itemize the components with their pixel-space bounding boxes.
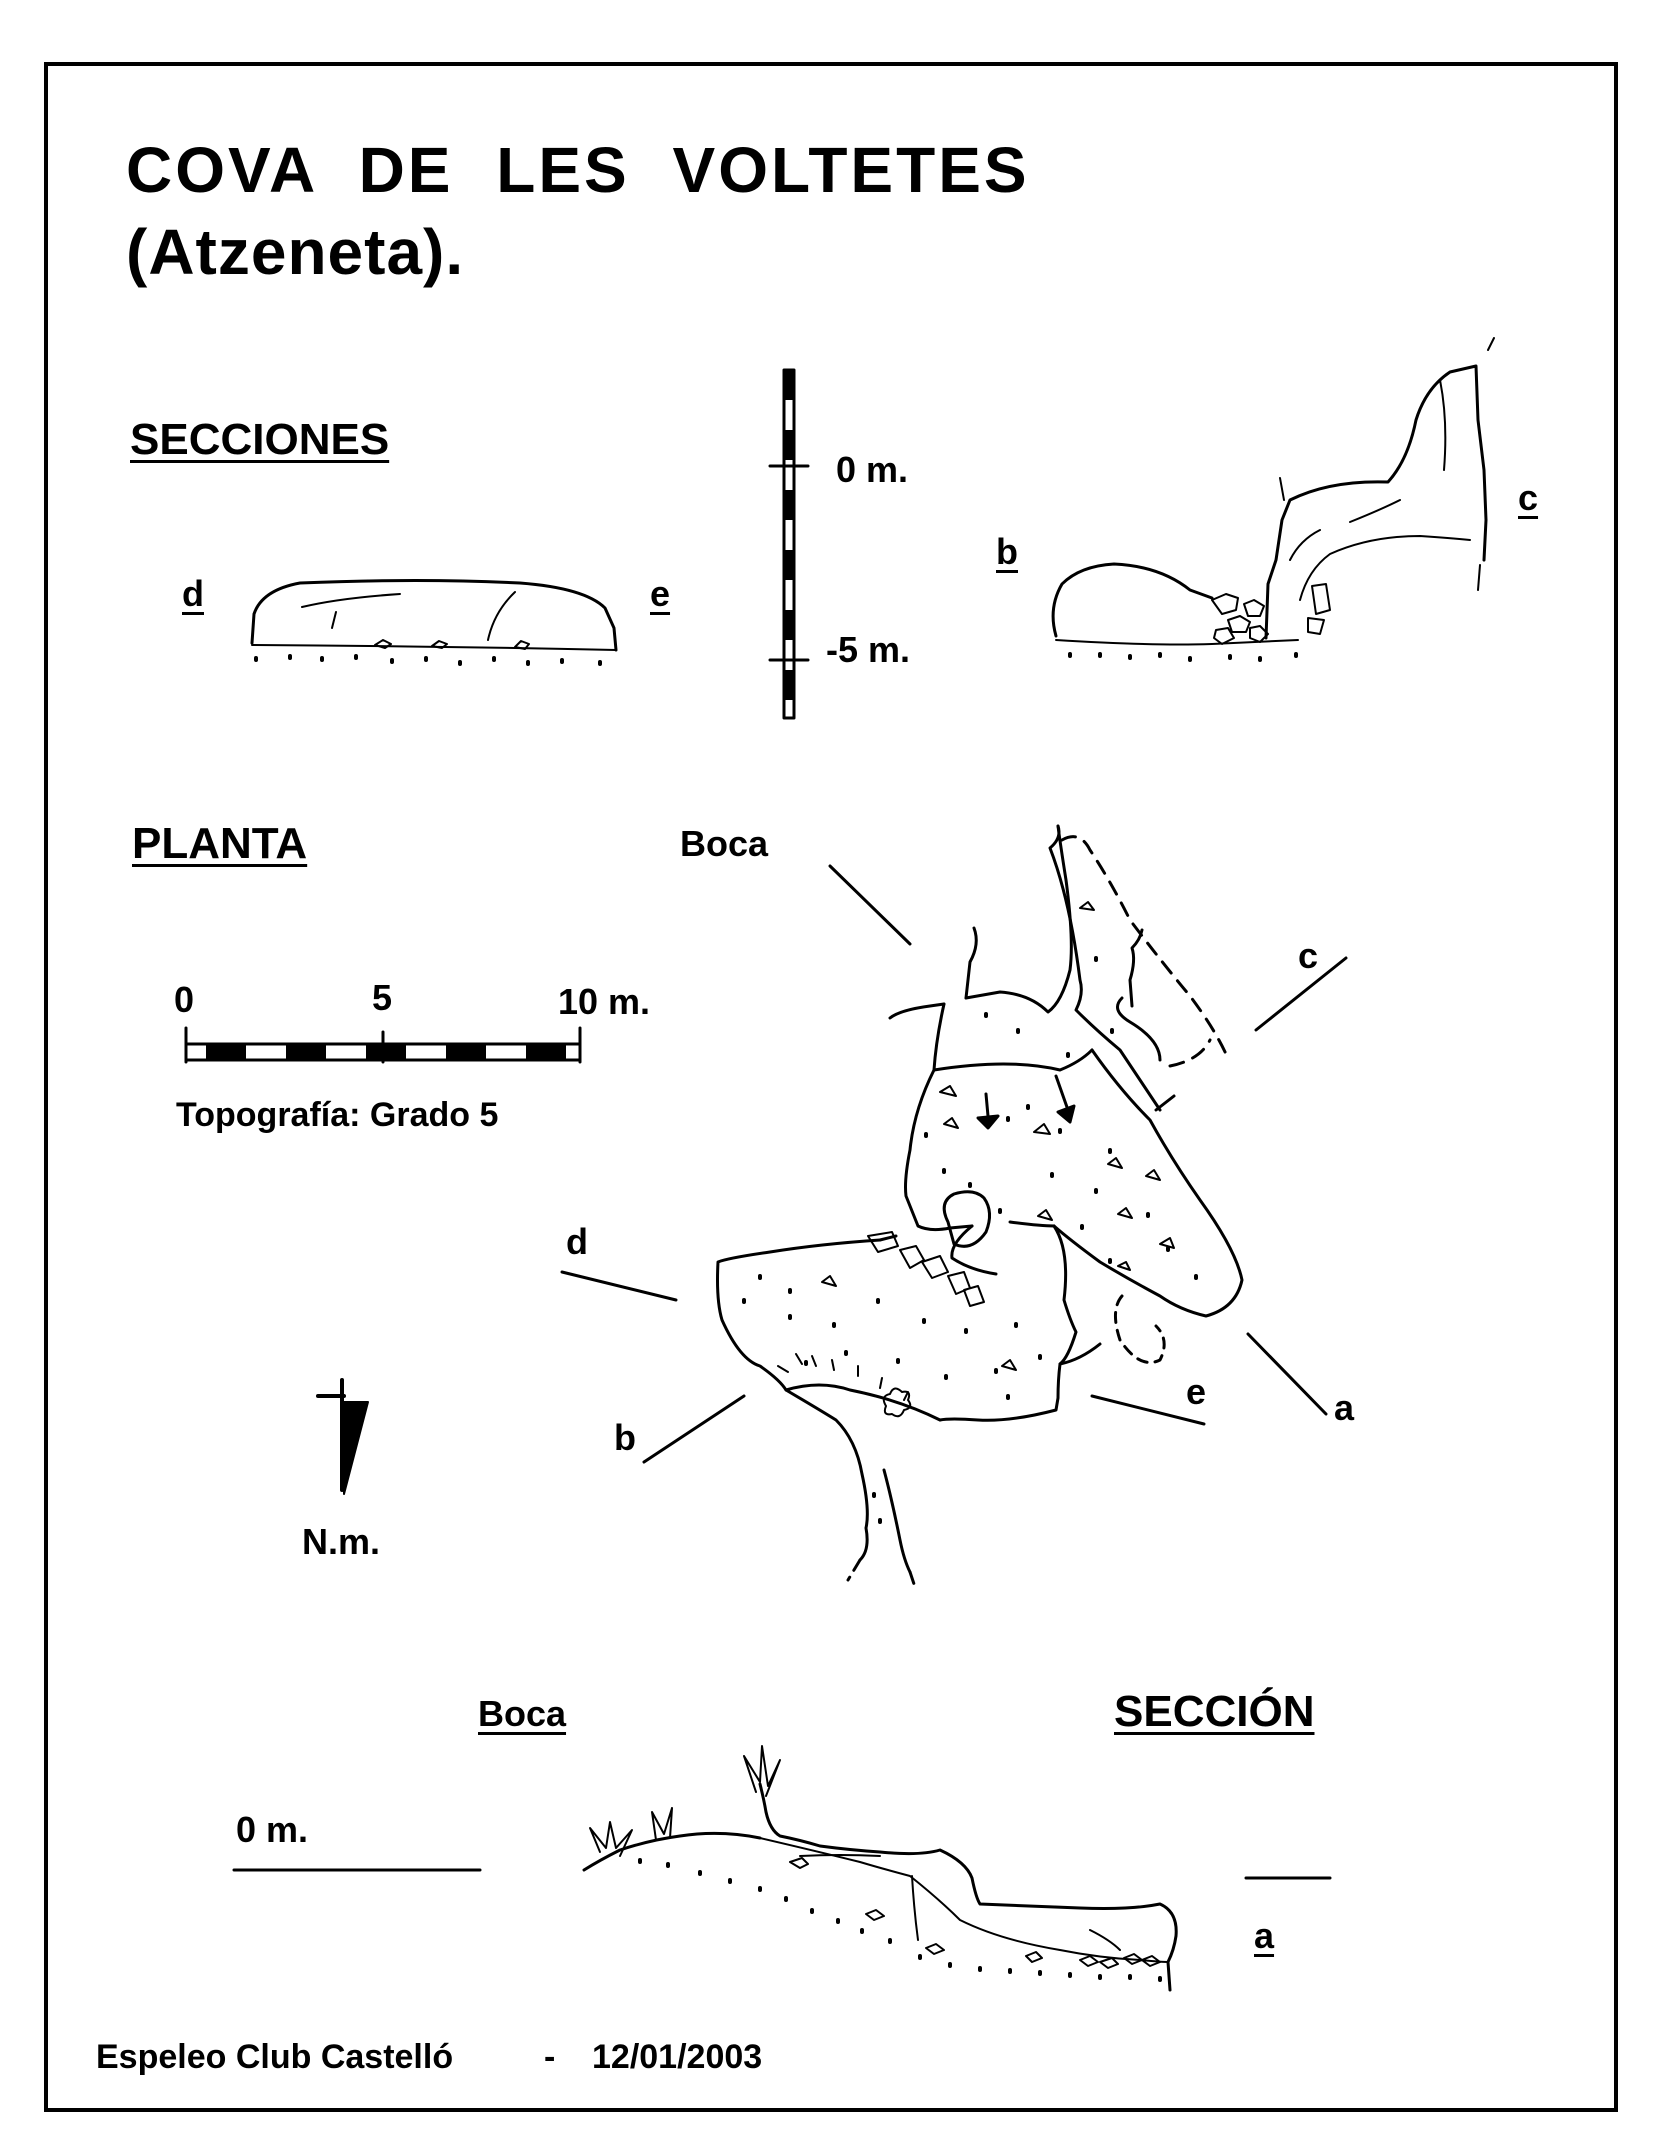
section-heading: SECCIÓN xyxy=(1114,1687,1315,1736)
plan-label-b: b xyxy=(614,1417,636,1458)
footer-club: Espeleo Club Castelló xyxy=(96,2038,454,2076)
vertical-scale-bar xyxy=(768,368,810,720)
section-label-b: b xyxy=(996,531,1018,572)
topography-grade: Topografía: Grado 5 xyxy=(176,1096,499,1134)
vertical-scale-top-label: 0 m. xyxy=(836,449,909,490)
cave-plan xyxy=(560,824,1348,1592)
section-label-e: e xyxy=(650,573,671,614)
north-arrow-icon xyxy=(316,1378,369,1495)
scale-end-label: 10 m. xyxy=(558,981,651,1022)
map-frame xyxy=(44,62,1618,2112)
plan-label-d: d xyxy=(566,1221,588,1262)
north-label: N.m. xyxy=(302,1521,381,1562)
horizontal-scale-bar xyxy=(184,1026,582,1064)
section-label-c: c xyxy=(1518,477,1539,518)
cross-section-d-e xyxy=(250,579,618,666)
map-subtitle: (Atzeneta). xyxy=(126,216,465,288)
longitudinal-section xyxy=(232,1745,1332,1992)
plan-entrance-label: Boca xyxy=(680,823,769,864)
footer-separator: - xyxy=(544,2038,556,2076)
profile-zero-label: 0 m. xyxy=(236,1809,309,1850)
scale-mid-label: 5 xyxy=(372,977,393,1018)
section-label-d: d xyxy=(182,573,204,614)
footer-date: 12/01/2003 xyxy=(592,2038,763,2076)
vertical-scale-bottom-label: -5 m. xyxy=(826,629,911,670)
map-title: COVA DE LES VOLTETES xyxy=(126,134,1030,206)
scale-start-label: 0 xyxy=(174,979,195,1020)
sections-heading: SECCIONES xyxy=(130,415,390,464)
profile-label-a: a xyxy=(1254,1915,1275,1956)
plan-label-e: e xyxy=(1186,1371,1207,1412)
cross-section-b-c xyxy=(1051,337,1495,662)
plan-label-a: a xyxy=(1334,1387,1355,1428)
profile-entrance-label: Boca xyxy=(478,1693,567,1734)
plan-label-c: c xyxy=(1298,935,1319,976)
plan-heading: PLANTA xyxy=(132,819,308,868)
